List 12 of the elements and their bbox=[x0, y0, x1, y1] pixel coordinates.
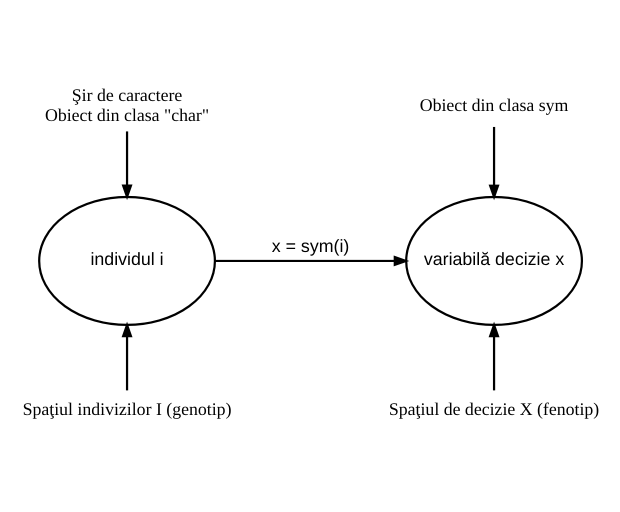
node-text: Spaţiul de decizie X (fenotip) bbox=[388, 398, 600, 418]
node-ellipse: individul i bbox=[38, 195, 216, 326]
arrow bbox=[122, 321, 133, 390]
arrow bbox=[214, 254, 410, 266]
node-text: Spaţiul indivizilor I (genotip) bbox=[22, 398, 232, 418]
arrow bbox=[488, 126, 500, 200]
edge-label: x = sym(i) bbox=[272, 235, 350, 256]
arrow bbox=[122, 130, 133, 200]
arrow bbox=[488, 321, 500, 390]
node-text: Obiect din clasa sym bbox=[420, 94, 568, 115]
node-text: Şir de caractere Obiect din clasa "char" bbox=[44, 84, 210, 125]
node-ellipse: variabilă decizie x bbox=[405, 195, 584, 326]
